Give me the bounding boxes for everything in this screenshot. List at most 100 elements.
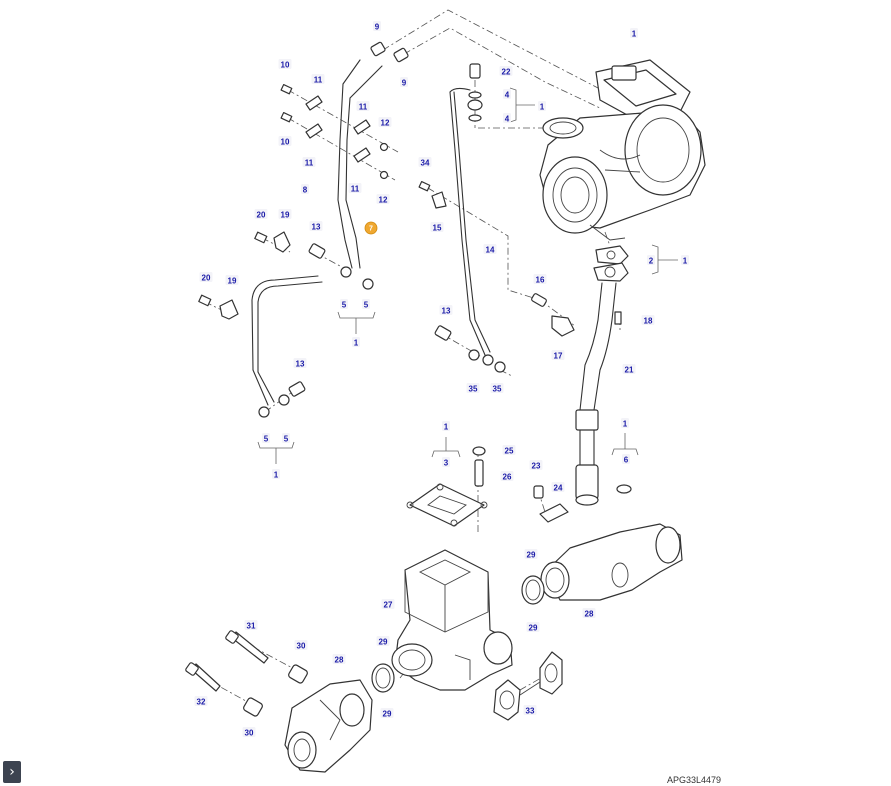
callout-number: 4	[505, 91, 510, 100]
svg-text:7: 7	[369, 226, 373, 233]
callout-number: 9	[402, 79, 407, 88]
callout-13[interactable]: 13	[439, 305, 453, 316]
callout-28[interactable]: 28	[582, 608, 596, 619]
callout-35[interactable]: 35	[466, 383, 480, 394]
callout-14[interactable]: 14	[483, 244, 497, 255]
callout-28[interactable]: 28	[332, 654, 346, 665]
callout-6[interactable]: 6	[622, 454, 630, 465]
flange-gasket	[406, 446, 488, 527]
callout-25[interactable]: 25	[502, 445, 516, 456]
callout-10[interactable]: 10	[278, 59, 292, 70]
callout-1[interactable]: 1	[630, 28, 638, 39]
callout-number: 1	[683, 257, 688, 266]
callout-4[interactable]: 4	[503, 113, 511, 124]
callout-12[interactable]: 12	[376, 194, 390, 205]
callout-2[interactable]: 2	[647, 255, 655, 266]
callout-20[interactable]: 20	[254, 209, 268, 220]
callout-29[interactable]: 29	[524, 549, 538, 560]
callout-24[interactable]: 24	[551, 482, 565, 493]
callout-11[interactable]: 11	[356, 101, 370, 112]
callout-26[interactable]: 26	[500, 471, 514, 482]
callout-12[interactable]: 12	[378, 117, 392, 128]
callout-number: 4	[505, 115, 510, 124]
callout-number: 18	[644, 317, 653, 326]
callout-18[interactable]: 18	[641, 315, 655, 326]
callout-number: 5	[264, 435, 269, 444]
callout-1[interactable]: 1	[442, 421, 450, 432]
callout-16[interactable]: 16	[533, 274, 547, 285]
chevron-right-icon: ›	[9, 764, 15, 780]
callout-22[interactable]: 22	[499, 66, 513, 77]
callout-1[interactable]: 1	[681, 255, 689, 266]
callout-27[interactable]: 27	[381, 599, 395, 610]
callout-number: 24	[554, 484, 563, 493]
callout-10[interactable]: 10	[278, 136, 292, 147]
callout-19[interactable]: 19	[278, 209, 292, 220]
callout-4[interactable]: 4	[503, 89, 511, 100]
callout-30[interactable]: 30	[242, 727, 256, 738]
exhaust-pipe-lower	[284, 679, 373, 773]
callout-13[interactable]: 13	[309, 221, 323, 232]
callout-5[interactable]: 5	[262, 433, 270, 444]
callout-21[interactable]: 21	[622, 364, 636, 375]
callout-11[interactable]: 11	[302, 157, 316, 168]
callout-number: 8	[303, 186, 308, 195]
callout-1[interactable]: 1	[538, 101, 546, 112]
callout-19[interactable]: 19	[225, 275, 239, 286]
callout-1[interactable]: 1	[621, 418, 629, 429]
callout-1[interactable]: 1	[352, 337, 360, 348]
callout-33[interactable]: 33	[523, 705, 537, 716]
callout-32[interactable]: 32	[194, 696, 208, 707]
callout-number: 1	[623, 420, 628, 429]
callout-number: 13	[312, 223, 321, 232]
callout-number: 27	[384, 601, 393, 610]
callout-number: 29	[383, 710, 392, 719]
callout-number: 13	[442, 307, 451, 316]
highlight-marker[interactable]: 7	[364, 221, 378, 235]
callout-number: 11	[351, 185, 360, 194]
callout-number: 29	[527, 551, 536, 560]
callout-5[interactable]: 5	[340, 299, 348, 310]
callout-number: 5	[364, 301, 369, 310]
callout-number: 9	[375, 23, 380, 32]
callout-5[interactable]: 5	[362, 299, 370, 310]
figure-reference-code: APG33L4479	[667, 775, 722, 785]
callout-9[interactable]: 9	[400, 77, 408, 88]
exhaust-pipe-upper	[540, 523, 683, 601]
callout-31[interactable]: 31	[244, 620, 258, 631]
callout-number: 33	[526, 707, 535, 716]
callout-30[interactable]: 30	[294, 640, 308, 651]
callout-29[interactable]: 29	[526, 622, 540, 633]
expand-panel-button[interactable]: ›	[3, 761, 21, 783]
group-brackets	[257, 87, 678, 464]
exhaust-manifold	[391, 549, 513, 691]
callout-29[interactable]: 29	[376, 636, 390, 647]
callout-8[interactable]: 8	[301, 184, 309, 195]
callout-number: 1	[540, 103, 545, 112]
callout-1[interactable]: 1	[272, 469, 280, 480]
callout-17[interactable]: 17	[551, 350, 565, 361]
callout-11[interactable]: 11	[311, 74, 325, 85]
callout-number: 19	[228, 277, 237, 286]
callout-5[interactable]: 5	[282, 433, 290, 444]
callout-23[interactable]: 23	[529, 460, 543, 471]
callout-34[interactable]: 34	[418, 157, 432, 168]
callout-number: 29	[529, 624, 538, 633]
callout-29[interactable]: 29	[380, 708, 394, 719]
down-pipe	[575, 282, 617, 506]
callout-number: 1	[274, 471, 279, 480]
callout-11[interactable]: 11	[348, 183, 362, 194]
callout-number: 28	[585, 610, 594, 619]
callout-number: 14	[486, 246, 495, 255]
callout-20[interactable]: 20	[199, 272, 213, 283]
callout-number: 2	[649, 257, 654, 266]
callout-3[interactable]: 3	[442, 457, 450, 468]
callout-15[interactable]: 15	[430, 222, 444, 233]
bolts-spacers	[185, 630, 308, 717]
callout-number: 35	[469, 385, 478, 394]
callout-number: 26	[503, 473, 512, 482]
turbo-outlet-gaskets	[593, 245, 629, 282]
callout-35[interactable]: 35	[490, 383, 504, 394]
callout-13[interactable]: 13	[293, 358, 307, 369]
callout-9[interactable]: 9	[373, 21, 381, 32]
